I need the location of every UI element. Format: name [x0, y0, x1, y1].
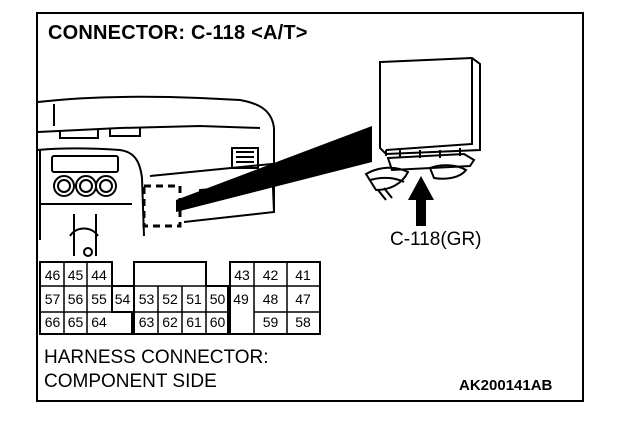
pin: 63 [138, 314, 155, 330]
pin: 50 [209, 291, 226, 307]
pin: 42 [262, 267, 279, 283]
figure-code: AK200141AB [459, 377, 553, 394]
harness-caption-line1: HARNESS CONNECTOR: [44, 347, 269, 368]
pin: 41 [295, 267, 311, 283]
harness-caption: HARNESS CONNECTOR: COMPONENT SIDE [44, 346, 269, 394]
connector-face [39, 261, 321, 335]
location-pointer [176, 126, 372, 212]
pin: 55 [91, 291, 107, 307]
pin: 46 [44, 267, 61, 283]
pin: 65 [67, 314, 84, 330]
pin: 49 [233, 291, 249, 307]
pin: 53 [138, 291, 155, 307]
pin: 47 [295, 291, 311, 307]
pin: 57 [44, 291, 61, 307]
diagram-frame [36, 12, 584, 402]
pin: 52 [162, 291, 178, 307]
pin: 59 [262, 314, 279, 330]
pin: 61 [186, 314, 202, 330]
ecu-location-marker [142, 184, 182, 228]
pin: 62 [162, 314, 178, 330]
harness-caption-line2: COMPONENT SIDE [44, 371, 217, 392]
pin: 56 [67, 291, 84, 307]
pin: 51 [186, 291, 202, 307]
pin: 43 [234, 267, 250, 283]
pin: 66 [44, 314, 61, 330]
pin: 44 [91, 267, 107, 283]
connector-title: CONNECTOR: C-118 <A/T> [48, 22, 308, 44]
pin: 60 [209, 314, 226, 330]
connector-callout-label: C-118(GR) [390, 229, 482, 250]
arrow-icon [408, 176, 434, 226]
pin: 45 [67, 267, 84, 283]
pin: 54 [114, 291, 131, 307]
pin: 48 [262, 291, 279, 307]
pin: 64 [91, 314, 107, 330]
pin: 58 [295, 314, 311, 330]
ecu-box [364, 56, 481, 201]
